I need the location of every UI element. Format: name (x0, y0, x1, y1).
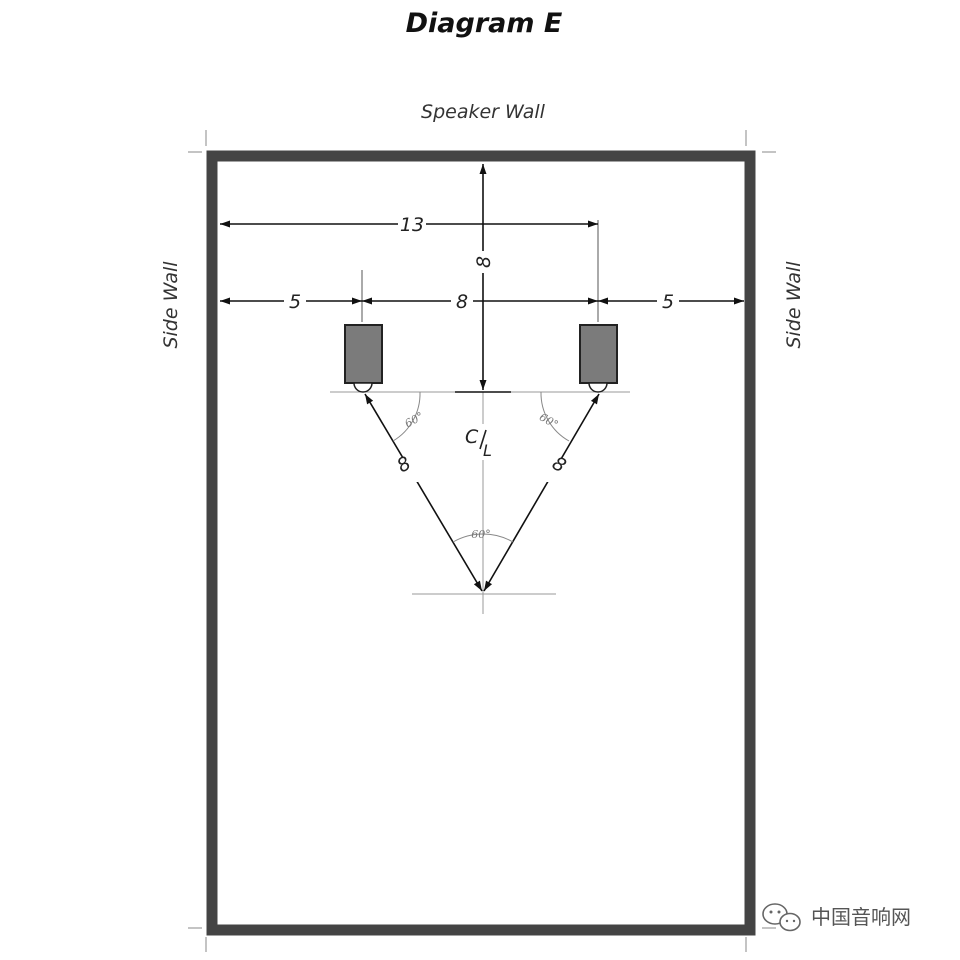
right-side-wall-label: Side Wall (783, 261, 805, 349)
right-speaker-angle-label: 60° (537, 410, 560, 431)
speaker-span-label: 13 (400, 214, 424, 236)
speaker-spacing-label: 8 (456, 291, 468, 313)
left-speaker-angle-arc (392, 391, 421, 442)
watermark: 中国音响网 (762, 903, 911, 932)
left-speaker-angle-label: 60° (403, 409, 426, 430)
chat-bubble-icon (762, 903, 801, 932)
left-speaker (344, 324, 383, 393)
wall-to-speaker-label: 8 (473, 256, 495, 268)
left-side-wall-label: Side Wall (160, 261, 182, 349)
room-corner-ticks (188, 130, 776, 952)
left-gap-label: 5 (289, 291, 301, 313)
diagram-title: Diagram E (406, 8, 563, 39)
left-to-listener-dimension-line (364, 393, 483, 592)
listener-angle-arc (452, 533, 514, 543)
right-to-listener-dimension-line (483, 393, 600, 592)
watermark-text: 中国音响网 (811, 905, 911, 929)
speaker-wall-label: Speaker Wall (421, 101, 546, 123)
centerline-label-sub: L (483, 441, 492, 460)
room-walls (206, 150, 756, 936)
right-speaker (579, 324, 618, 393)
right-speaker-angle-arc (540, 391, 570, 442)
right-gap-label: 5 (662, 291, 674, 313)
listener-angle-label: 60° (471, 528, 491, 541)
centerline-label: C L (462, 424, 500, 460)
centerline-label-main: C (465, 426, 479, 448)
